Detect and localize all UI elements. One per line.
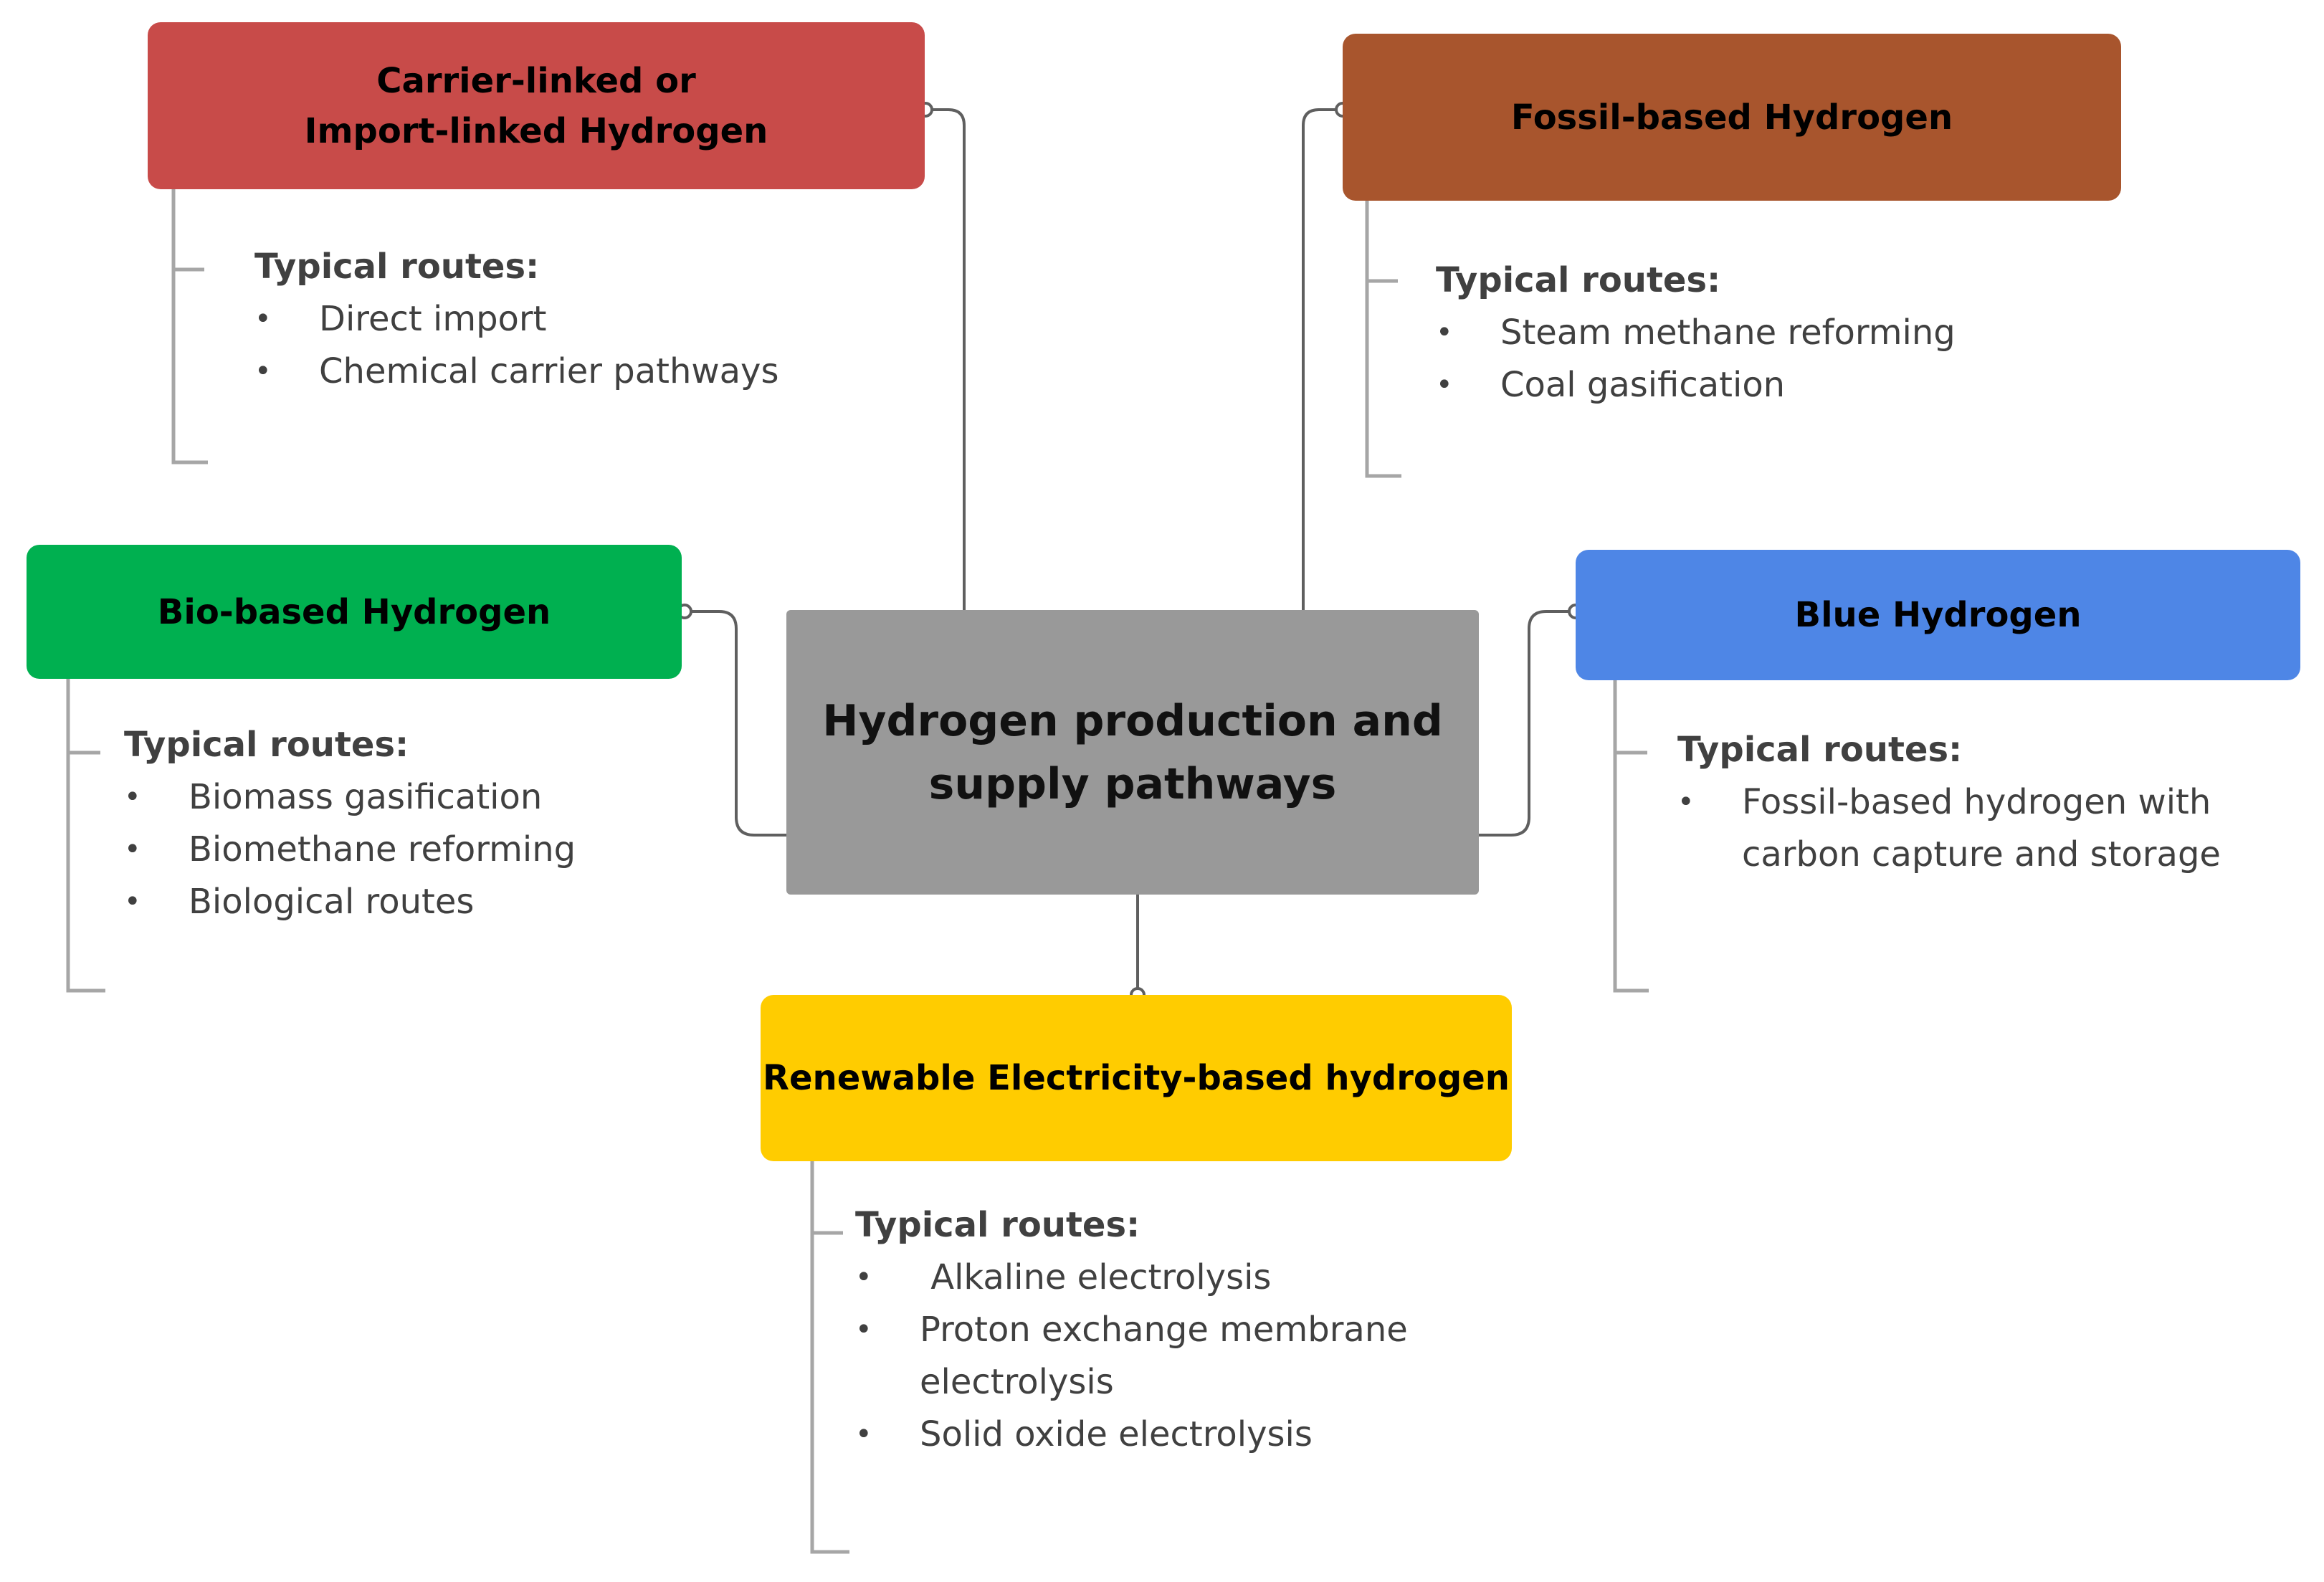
renewable-routes-title: Typical routes: bbox=[855, 1205, 1140, 1245]
route-continuation: electrolysis bbox=[920, 1362, 1114, 1402]
fossil-routes-list: Steam methane reforming Coal gasificatio… bbox=[1436, 307, 1956, 411]
fossil-based-hydrogen-node: Fossil-based Hydrogen bbox=[1343, 34, 2121, 201]
bracket-fossil bbox=[1365, 201, 1401, 478]
carrier-routes: Typical routes: Direct import Chemical c… bbox=[254, 241, 778, 398]
route-item: Biomass gasification bbox=[124, 771, 576, 824]
renewable-electricity-hydrogen-node: Renewable Electricity-based hydrogen bbox=[761, 995, 1512, 1161]
renewable-routes-list: Alkaline electrolysis Proton exchange me… bbox=[855, 1252, 1408, 1461]
connector-carrier bbox=[925, 108, 966, 610]
carrier-routes-title: Typical routes: bbox=[254, 247, 540, 287]
renewable-routes: Typical routes: Alkaline electrolysis Pr… bbox=[855, 1199, 1408, 1461]
blue-routes: Typical routes: Fossil-based hydrogen wi… bbox=[1677, 724, 2221, 881]
blue-routes-list: Fossil-based hydrogen with carbon captur… bbox=[1677, 776, 2221, 881]
center-title-line-1: Hydrogen production and bbox=[822, 695, 1443, 746]
bio-routes-list: Biomass gasification Biomethane reformin… bbox=[124, 771, 576, 928]
bio-routes: Typical routes: Biomass gasification Bio… bbox=[124, 719, 576, 928]
route-item: Biomethane reforming bbox=[124, 824, 576, 876]
route-item: Alkaline electrolysis bbox=[855, 1252, 1408, 1304]
fossil-routes-title: Typical routes: bbox=[1436, 260, 1721, 300]
connector-bio bbox=[682, 610, 786, 837]
carrier-title-line-1: Carrier-linked or bbox=[376, 60, 696, 101]
bracket-bio bbox=[66, 679, 105, 993]
carrier-title-line-2: Import-linked Hydrogen bbox=[304, 110, 768, 151]
connector-blue bbox=[1479, 610, 1576, 837]
blue-title: Blue Hydrogen bbox=[1794, 595, 2082, 635]
bracket-blue bbox=[1613, 680, 1649, 993]
carrier-linked-hydrogen-node: Carrier-linked or Import-linked Hydrogen bbox=[148, 22, 925, 189]
fossil-routes: Typical routes: Steam methane reforming … bbox=[1436, 254, 1956, 411]
route-item: Fossil-based hydrogen with bbox=[1677, 776, 2221, 829]
bio-based-hydrogen-node: Bio-based Hydrogen bbox=[27, 545, 682, 679]
route-item: Chemical carrier pathways bbox=[254, 346, 778, 398]
route-item: Solid oxide electrolysis bbox=[855, 1409, 1408, 1461]
blue-hydrogen-node: Blue Hydrogen bbox=[1576, 550, 2300, 680]
route-item: Coal gasification bbox=[1436, 359, 1956, 411]
carrier-routes-list: Direct import Chemical carrier pathways bbox=[254, 293, 778, 398]
route-item: Direct import bbox=[254, 293, 778, 346]
route-item: Steam methane reforming bbox=[1436, 307, 1956, 359]
bio-routes-title: Typical routes: bbox=[124, 725, 409, 765]
fossil-title: Fossil-based Hydrogen bbox=[1510, 97, 1953, 138]
bracket-carrier bbox=[171, 189, 208, 464]
route-continuation: carbon capture and storage bbox=[1742, 834, 2221, 875]
renewable-title: Renewable Electricity-based hydrogen bbox=[763, 1058, 1510, 1098]
center-title-line-2: supply pathways bbox=[928, 758, 1337, 809]
connector-fossil bbox=[1302, 108, 1343, 610]
blue-routes-title: Typical routes: bbox=[1677, 730, 1963, 770]
center-node: Hydrogen production and supply pathways bbox=[786, 610, 1479, 895]
bio-title: Bio-based Hydrogen bbox=[157, 591, 551, 632]
route-item: Biological routes bbox=[124, 876, 576, 928]
bracket-renewable bbox=[810, 1161, 849, 1554]
route-item: Proton exchange membrane bbox=[855, 1304, 1408, 1356]
